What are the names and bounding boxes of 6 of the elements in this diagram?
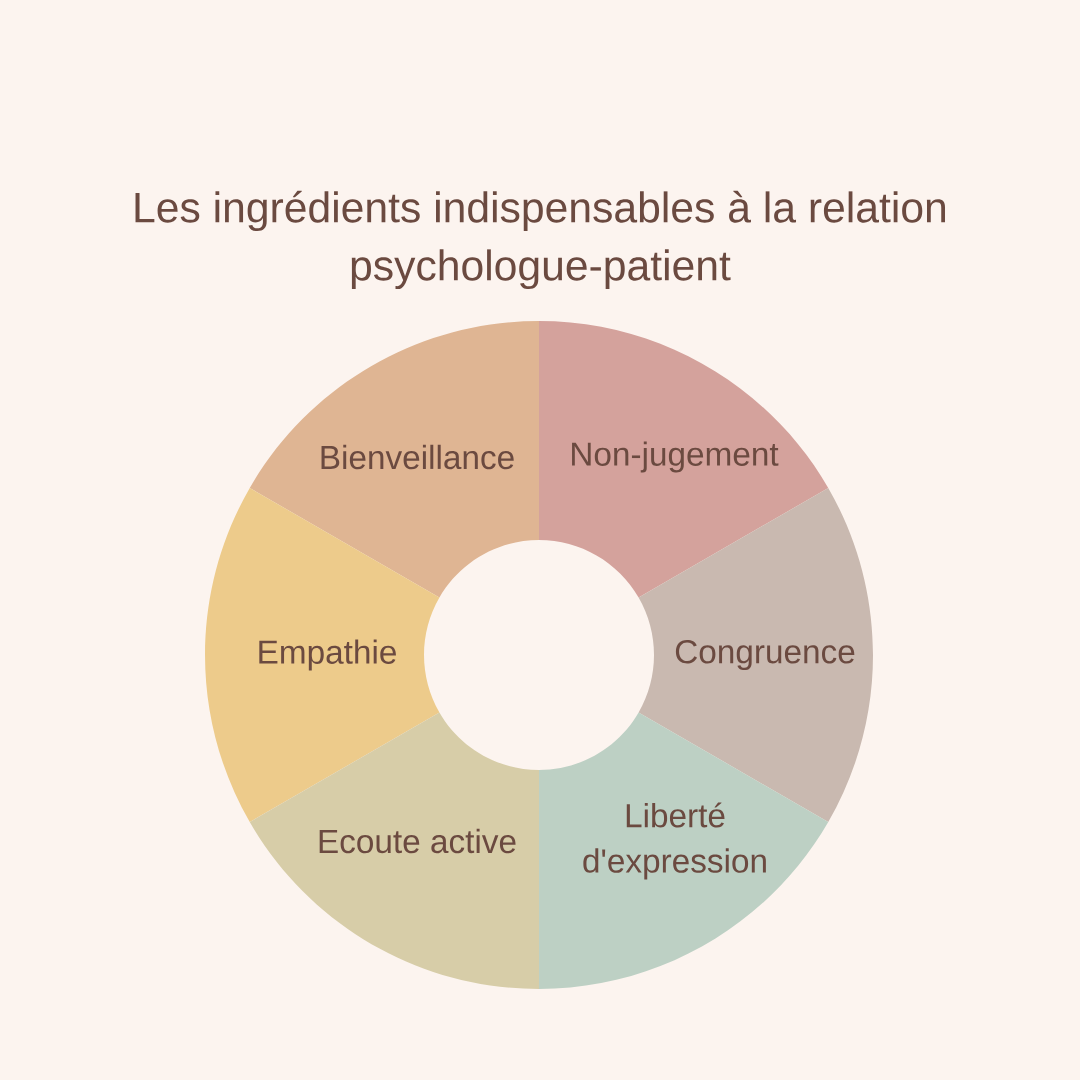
donut-segment: Non-jugement [539, 321, 829, 598]
donut-segment: Empathie [205, 488, 440, 822]
title: Les ingrédients indispensables à la relation psychologue-patient [135, 190, 945, 290]
donut-segment: Liberté d'expression [539, 712, 829, 989]
donut-segment: Ecoute active [249, 712, 539, 989]
donut-segment: Bienveillance [249, 321, 539, 598]
